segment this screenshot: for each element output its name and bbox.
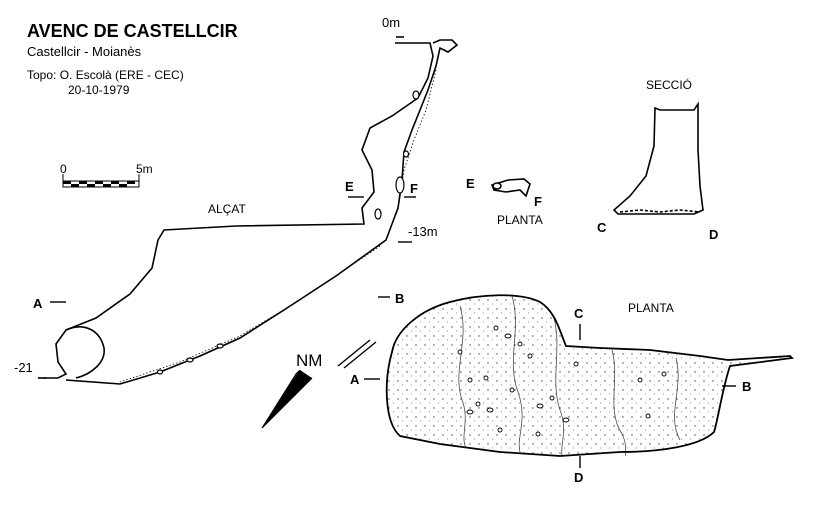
big-plan-shape xyxy=(385,294,794,457)
marker-c-section: C xyxy=(597,220,607,235)
elevation-blocks xyxy=(156,90,420,375)
reference-ticks xyxy=(50,196,736,468)
marker-f-plan: F xyxy=(534,194,542,209)
depth-0m-label: 0m xyxy=(382,15,401,30)
depth-21-label: -21 xyxy=(14,360,33,375)
marker-c-plan: C xyxy=(574,306,584,321)
marker-a-plan: A xyxy=(350,372,360,387)
marker-e-elevation: E xyxy=(345,179,354,194)
survey-location: Castellcir - Moianès xyxy=(27,44,142,59)
scale-bar xyxy=(62,174,140,188)
marker-b-elevation: B xyxy=(395,291,405,306)
marker-d-plan: D xyxy=(574,470,584,485)
plan-label: PLANTA xyxy=(628,301,674,315)
survey-title: AVENC DE CASTELLCIR xyxy=(27,21,238,41)
small-plan-shape xyxy=(490,178,531,198)
marker-d-section: D xyxy=(709,227,719,242)
north-arrow xyxy=(261,339,377,429)
scale-end-label: 5m xyxy=(136,162,153,176)
marker-f-elevation: F xyxy=(410,181,418,196)
small-plan-label: PLANTA xyxy=(497,213,543,227)
elevation-rubble xyxy=(119,69,437,383)
depth-13m-label: -13m xyxy=(408,224,438,239)
survey-date: 20-10-1979 xyxy=(68,83,130,97)
scale-start-label: 0 xyxy=(60,162,67,176)
marker-e-plan: E xyxy=(466,176,475,191)
section-shape xyxy=(612,101,704,215)
north-label: NM xyxy=(296,351,323,370)
marker-a-elevation: A xyxy=(33,296,43,311)
section-label: SECCIÓ xyxy=(646,78,693,92)
marker-b-plan: B xyxy=(742,379,752,394)
survey-author: Topo: O. Escolà (ERE - CEC) xyxy=(27,68,184,82)
elevation-label: ALÇAT xyxy=(208,202,246,216)
